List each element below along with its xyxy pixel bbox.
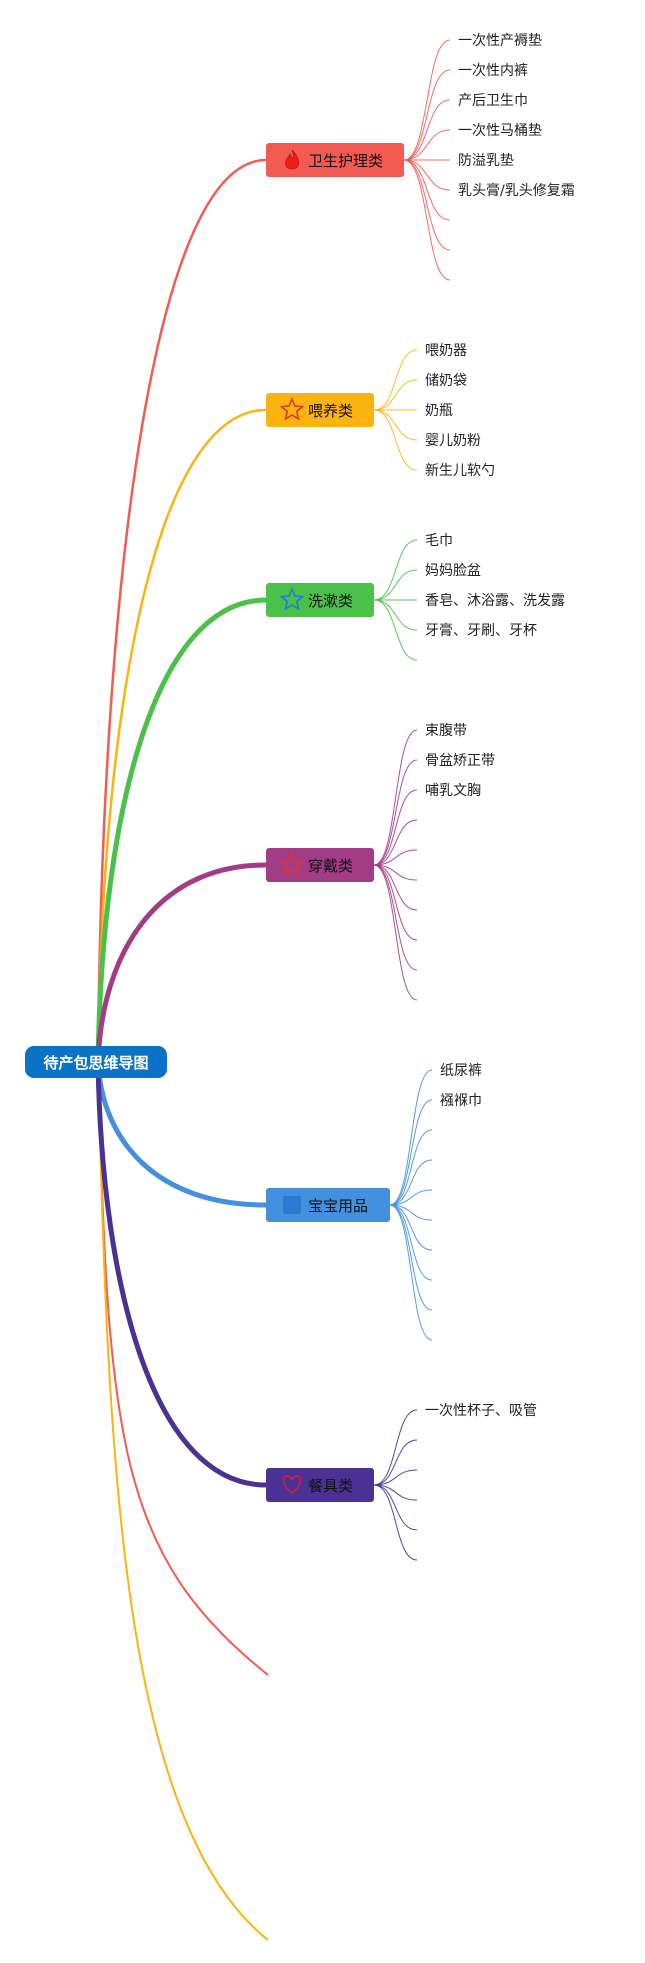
leaf-label[interactable]: 束腹带 xyxy=(425,722,467,739)
leaf-label[interactable]: 乳头膏/乳头修复霜 xyxy=(458,182,575,199)
branch-link xyxy=(95,862,269,1065)
leaf-link xyxy=(373,539,418,601)
branch-node[interactable]: 洗漱类 xyxy=(266,583,374,617)
leaf-link xyxy=(373,864,418,1001)
leaf-link xyxy=(389,1129,433,1206)
leaf-label[interactable]: 储奶袋 xyxy=(425,373,467,389)
branch-box xyxy=(266,1468,374,1502)
leaf-link xyxy=(373,1469,418,1486)
branch-link xyxy=(95,1059,269,1488)
leaf-label[interactable]: 妈妈脸盆 xyxy=(425,563,481,579)
branch-node[interactable]: 喂养类 xyxy=(266,393,374,427)
leaf-link xyxy=(373,729,418,866)
leaf-link xyxy=(373,1484,418,1531)
heart-outline-icon xyxy=(282,1475,302,1494)
leaf-link xyxy=(389,1204,433,1251)
leaf-label[interactable]: 一次性马桶垫 xyxy=(458,123,542,139)
leaf-link xyxy=(403,69,451,161)
branch-node[interactable]: 卫生护理类 xyxy=(266,143,404,177)
leaf-link xyxy=(403,159,451,251)
leaf-link xyxy=(373,864,418,971)
root-box xyxy=(25,1046,167,1078)
leaf-link xyxy=(373,379,418,411)
trailing-link xyxy=(97,1061,269,1941)
leaf-label[interactable]: 哺乳文胸 xyxy=(425,783,481,799)
leaf-label[interactable]: 香皂、沐浴露、洗发露 xyxy=(425,593,565,609)
leaf-label[interactable]: 新生儿软勺 xyxy=(425,463,495,479)
square-icon xyxy=(283,1196,301,1214)
leaf-link xyxy=(373,864,418,911)
leaf-label[interactable]: 襁褓巾 xyxy=(440,1093,482,1109)
leaf-link xyxy=(373,409,418,441)
leaf-link xyxy=(403,129,451,161)
branch-label: 宝宝用品 xyxy=(308,1197,368,1215)
leaf-link xyxy=(373,789,418,866)
leaf-label[interactable]: 纸尿裤 xyxy=(440,1063,482,1079)
leaf-link xyxy=(373,759,418,866)
leaf-link xyxy=(373,599,418,631)
leaf-label[interactable]: 防溢乳垫 xyxy=(458,153,514,169)
branch-node[interactable]: 餐具类 xyxy=(266,1468,374,1502)
leaf-label[interactable]: 喂奶器 xyxy=(425,343,467,359)
leaf-label[interactable]: 产后卫生巾 xyxy=(458,93,528,109)
leaf-label[interactable]: 婴儿奶粉 xyxy=(425,433,481,449)
branch-link xyxy=(96,158,268,1064)
leaf-link xyxy=(373,569,418,601)
leaf-link xyxy=(389,1204,433,1341)
leaf-link xyxy=(373,1484,418,1561)
leaf-link xyxy=(389,1099,433,1206)
leaf-link xyxy=(373,819,418,866)
links-layer xyxy=(95,39,451,1941)
branch-label: 餐具类 xyxy=(308,1477,353,1495)
branch-label: 洗漱类 xyxy=(308,592,353,610)
branch-box xyxy=(266,143,404,177)
leaf-link xyxy=(389,1069,433,1206)
branch-node[interactable]: 宝宝用品 xyxy=(266,1188,390,1222)
star-outline-icon xyxy=(279,851,305,876)
leaf-link xyxy=(373,409,418,471)
branch-label: 穿戴类 xyxy=(308,857,353,875)
star-outline-icon xyxy=(279,586,305,611)
leaf-link xyxy=(373,1439,418,1486)
leaf-link xyxy=(373,849,418,866)
branch-label: 喂养类 xyxy=(308,402,353,420)
leaf-label[interactable]: 牙膏、牙刷、牙杯 xyxy=(425,622,537,639)
branch-label: 卫生护理类 xyxy=(308,152,383,170)
branch-node[interactable]: 穿戴类 xyxy=(266,848,374,882)
flame-icon xyxy=(285,149,300,170)
trailing-link xyxy=(97,1061,269,1676)
leaf-label[interactable]: 毛巾 xyxy=(425,533,453,549)
root-node[interactable]: 待产包思维导图 xyxy=(25,1046,167,1078)
branch-link xyxy=(95,1059,269,1208)
leaf-label[interactable]: 骨盆矫正带 xyxy=(425,753,495,769)
leaf-link xyxy=(403,99,451,161)
leaf-link xyxy=(373,1409,418,1486)
leaf-link xyxy=(403,159,451,221)
leaf-label[interactable]: 一次性杯子、吸管 xyxy=(425,1403,537,1419)
leaf-label[interactable]: 一次性内裤 xyxy=(458,63,528,79)
branch-link xyxy=(95,597,269,1065)
leaf-link xyxy=(389,1159,433,1206)
leaf-link xyxy=(389,1189,433,1206)
root-label: 待产包思维导图 xyxy=(43,1054,148,1072)
leaf-link xyxy=(389,1204,433,1311)
leaf-label[interactable]: 奶瓶 xyxy=(425,403,453,419)
leaf-link xyxy=(373,349,418,411)
leaf-link xyxy=(403,159,451,281)
leaf-link xyxy=(373,599,418,661)
leaf-link xyxy=(403,159,451,191)
leaf-link xyxy=(403,39,451,161)
leaf-label[interactable]: 一次性产褥垫 xyxy=(458,32,542,49)
star-outline-icon xyxy=(279,396,305,421)
branch-link xyxy=(96,408,268,1064)
